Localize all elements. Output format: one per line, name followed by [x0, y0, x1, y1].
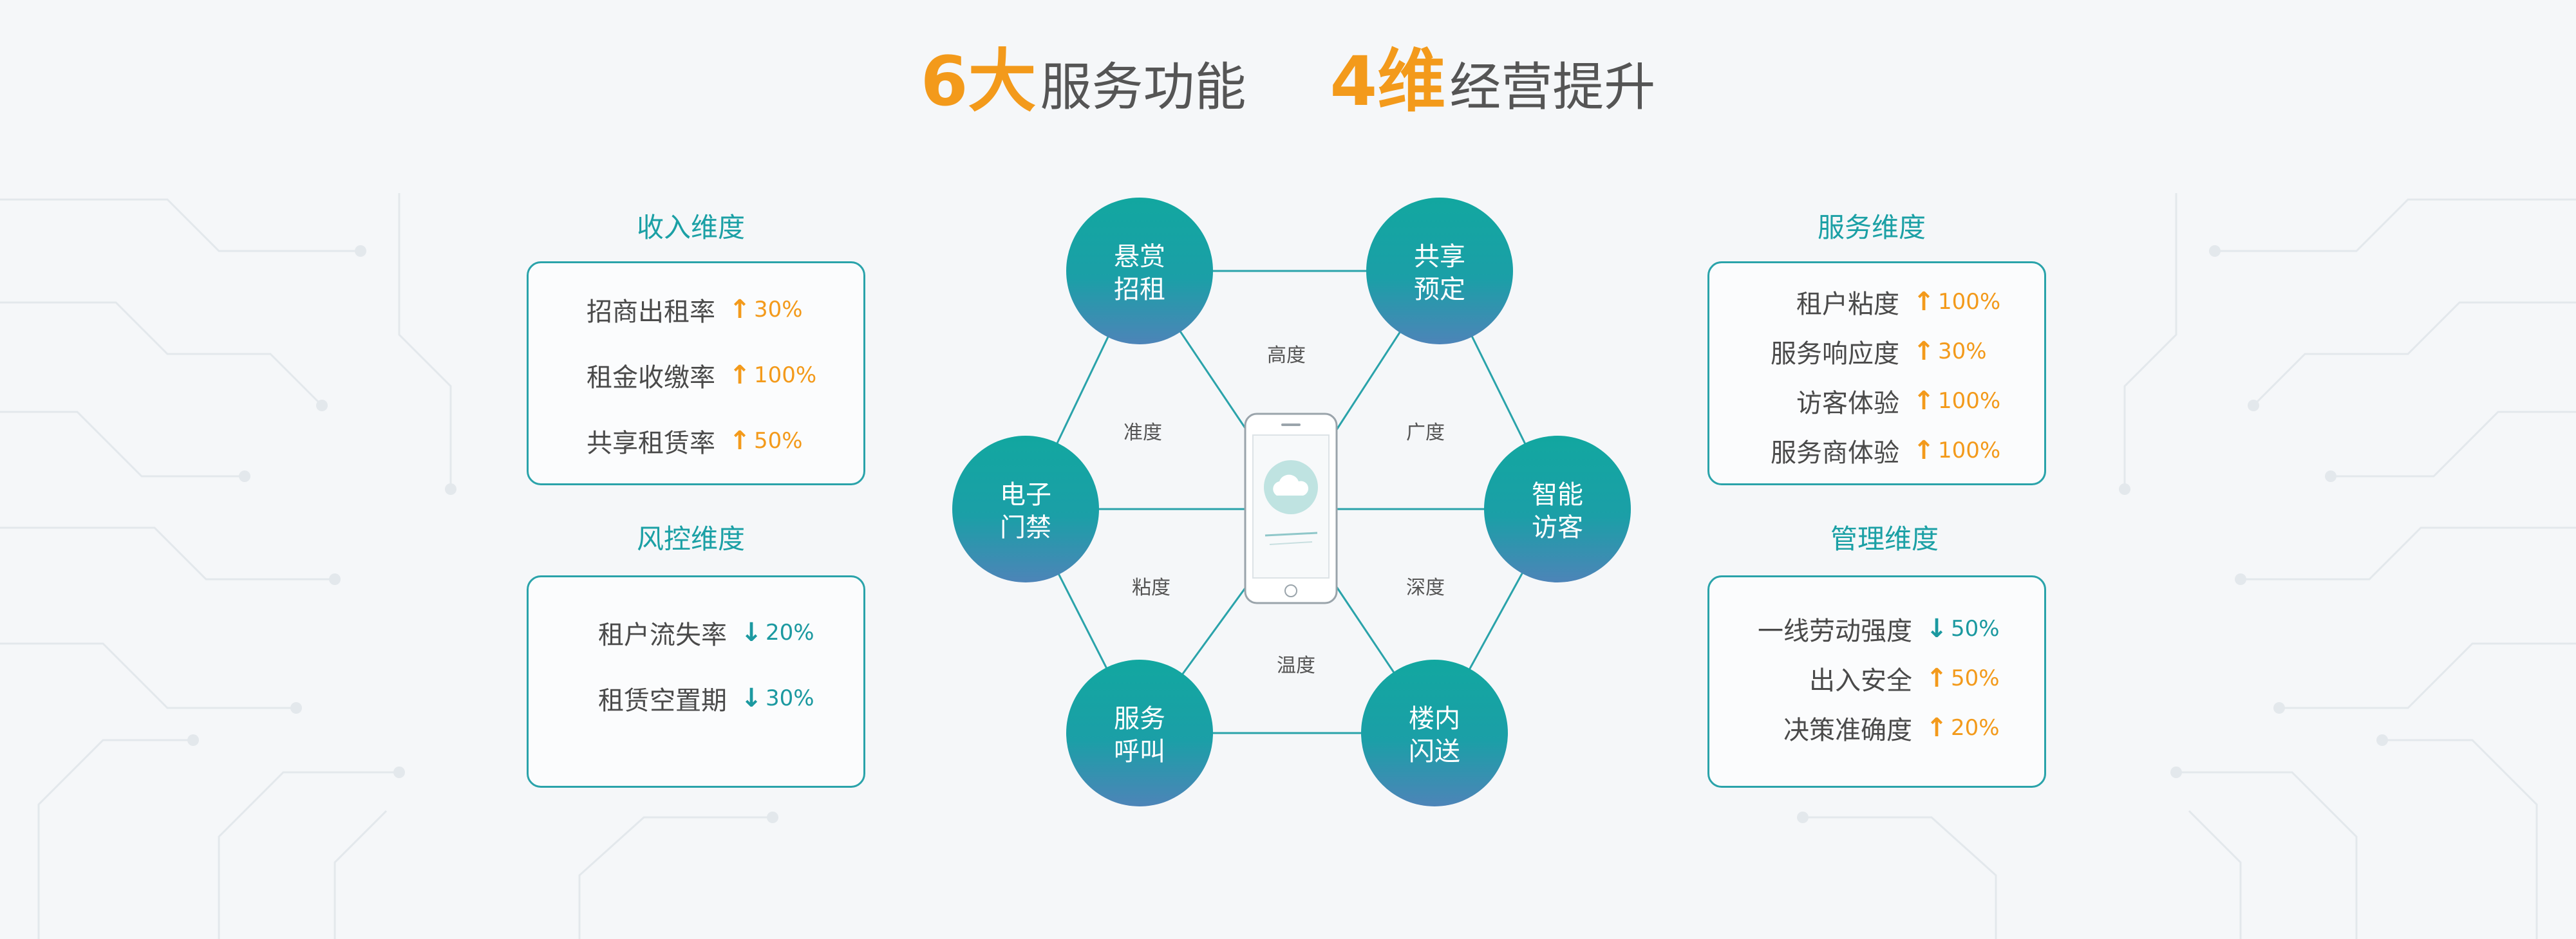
panel-management: 一线劳动强度 ↓ 50% 出入安全 ↑ 50% 决策准确度 ↑ 20% — [1707, 575, 2046, 788]
arrow-down-icon: ↓ — [740, 683, 762, 713]
node-label: 招租 — [1114, 275, 1165, 304]
metric-row: 租户流失率 ↓ 20% — [529, 613, 863, 652]
arrow-up-icon: ↑ — [1913, 436, 1935, 465]
dimension-label-bottom: 温度 — [1277, 655, 1315, 677]
metric-value: 100% — [1938, 289, 2001, 315]
metric-row: 招商出租率 ↑ 30% — [529, 290, 863, 329]
headline: 6大 服务功能 4维 经营提升 — [0, 26, 2576, 125]
arrow-up-icon: ↑ — [729, 295, 751, 324]
node-label: 楼内 — [1409, 704, 1460, 734]
metric-row: 租户粘度 ↑ 100% — [1709, 283, 2044, 321]
metric-row: 共享租赁率 ↑ 50% — [529, 422, 863, 460]
headline-part-functions: 6大 服务功能 — [921, 26, 1246, 125]
arrow-up-icon: ↑ — [729, 360, 751, 390]
node-service-call: 服务 呼叫 — [1066, 660, 1213, 806]
node-label: 闪送 — [1409, 737, 1460, 767]
phone-illustration — [1244, 413, 1338, 604]
panel-title-risk: 风控维度 — [636, 523, 745, 555]
headline-part-dimensions: 4维 经营提升 — [1330, 26, 1656, 125]
metric-value: 50% — [1951, 665, 2000, 691]
panel-title-income: 收入维度 — [636, 212, 745, 243]
metric-row: 租赁空置期 ↓ 30% — [529, 679, 863, 718]
metric-label: 一线劳动强度 — [1758, 617, 1912, 646]
metric-value: 30% — [754, 297, 803, 322]
metric-label: 出入安全 — [1809, 666, 1912, 696]
node-in-building-delivery: 楼内 闪送 — [1361, 660, 1508, 806]
panel-income: 招商出租率 ↑ 30% 租金收缴率 ↑ 100% 共享租赁率 ↑ 50% — [527, 261, 865, 485]
node-label: 电子 — [1000, 480, 1051, 510]
metric-label: 租赁空置期 — [598, 686, 727, 716]
metric-label: 共享租赁率 — [587, 429, 715, 458]
metric-label: 访客体验 — [1796, 389, 1899, 418]
arrow-down-icon: ↓ — [740, 618, 762, 647]
metric-row: 访客体验 ↑ 100% — [1709, 382, 2044, 420]
node-bounty-leasing: 悬赏 招租 — [1066, 198, 1213, 344]
arrow-up-icon: ↑ — [1913, 386, 1935, 416]
node-label: 门禁 — [1000, 513, 1051, 543]
dimension-label-top-right: 广度 — [1406, 422, 1445, 444]
node-label: 共享 — [1414, 242, 1465, 272]
metric-label: 租金收缴率 — [587, 363, 715, 393]
arrow-up-icon: ↑ — [1926, 713, 1948, 743]
headline-text-functions: 服务功能 — [1040, 57, 1246, 117]
node-shared-booking: 共享 预定 — [1366, 198, 1513, 344]
headline-text-dimensions: 经营提升 — [1449, 57, 1656, 117]
node-electronic-access: 电子 门禁 — [952, 436, 1099, 582]
metric-value: 30% — [766, 685, 814, 711]
metric-label: 决策准确度 — [1783, 716, 1912, 745]
metric-label: 租户粘度 — [1796, 290, 1899, 319]
metric-row: 决策准确度 ↑ 20% — [1709, 709, 2044, 747]
metric-label: 服务商体验 — [1771, 438, 1899, 468]
metric-label: 服务响应度 — [1771, 339, 1899, 369]
arrow-up-icon: ↑ — [729, 426, 751, 456]
arrow-up-icon: ↑ — [1926, 664, 1948, 693]
metric-row: 一线劳动强度 ↓ 50% — [1709, 609, 2044, 648]
metric-label: 招商出租率 — [587, 297, 715, 327]
node-label: 服务 — [1114, 704, 1165, 734]
metric-value: 50% — [1951, 616, 2000, 642]
node-label: 访客 — [1532, 513, 1583, 543]
node-label: 呼叫 — [1114, 737, 1165, 767]
dimension-label-top-left: 准度 — [1123, 422, 1162, 444]
node-label: 预定 — [1414, 275, 1465, 304]
metric-value: 100% — [1938, 388, 2001, 414]
dimension-label-bottom-left: 粘度 — [1132, 577, 1170, 599]
metric-value: 50% — [754, 428, 803, 454]
panel-title-service: 服务维度 — [1817, 212, 1926, 243]
node-smart-visitor: 智能 访客 — [1484, 436, 1631, 582]
headline-accent-dimensions: 4维 — [1330, 42, 1446, 121]
metric-label: 租户流失率 — [598, 620, 727, 650]
headline-accent-functions: 6大 — [920, 42, 1037, 121]
metric-row: 出入安全 ↑ 50% — [1709, 659, 2044, 698]
node-label: 悬赏 — [1114, 242, 1165, 272]
metric-value: 100% — [1938, 438, 2001, 463]
arrow-up-icon: ↑ — [1913, 337, 1935, 366]
panel-title-management: 管理维度 — [1830, 523, 1939, 555]
metric-value: 100% — [754, 362, 817, 388]
metric-value: 20% — [766, 620, 814, 646]
metric-value: 30% — [1938, 339, 1987, 364]
metric-value: 20% — [1951, 715, 2000, 741]
dimension-label-top: 高度 — [1267, 344, 1306, 367]
metric-row: 服务商体验 ↑ 100% — [1709, 431, 2044, 470]
arrow-down-icon: ↓ — [1926, 614, 1948, 644]
arrow-up-icon: ↑ — [1913, 287, 1935, 317]
dimension-label-bottom-right: 深度 — [1406, 577, 1445, 599]
panel-service: 租户粘度 ↑ 100% 服务响应度 ↑ 30% 访客体验 ↑ 100% 服务商体… — [1707, 261, 2046, 485]
node-label: 智能 — [1532, 480, 1583, 510]
metric-row: 服务响应度 ↑ 30% — [1709, 332, 2044, 371]
panel-risk: 租户流失率 ↓ 20% 租赁空置期 ↓ 30% — [527, 575, 865, 788]
metric-row: 租金收缴率 ↑ 100% — [529, 356, 863, 395]
